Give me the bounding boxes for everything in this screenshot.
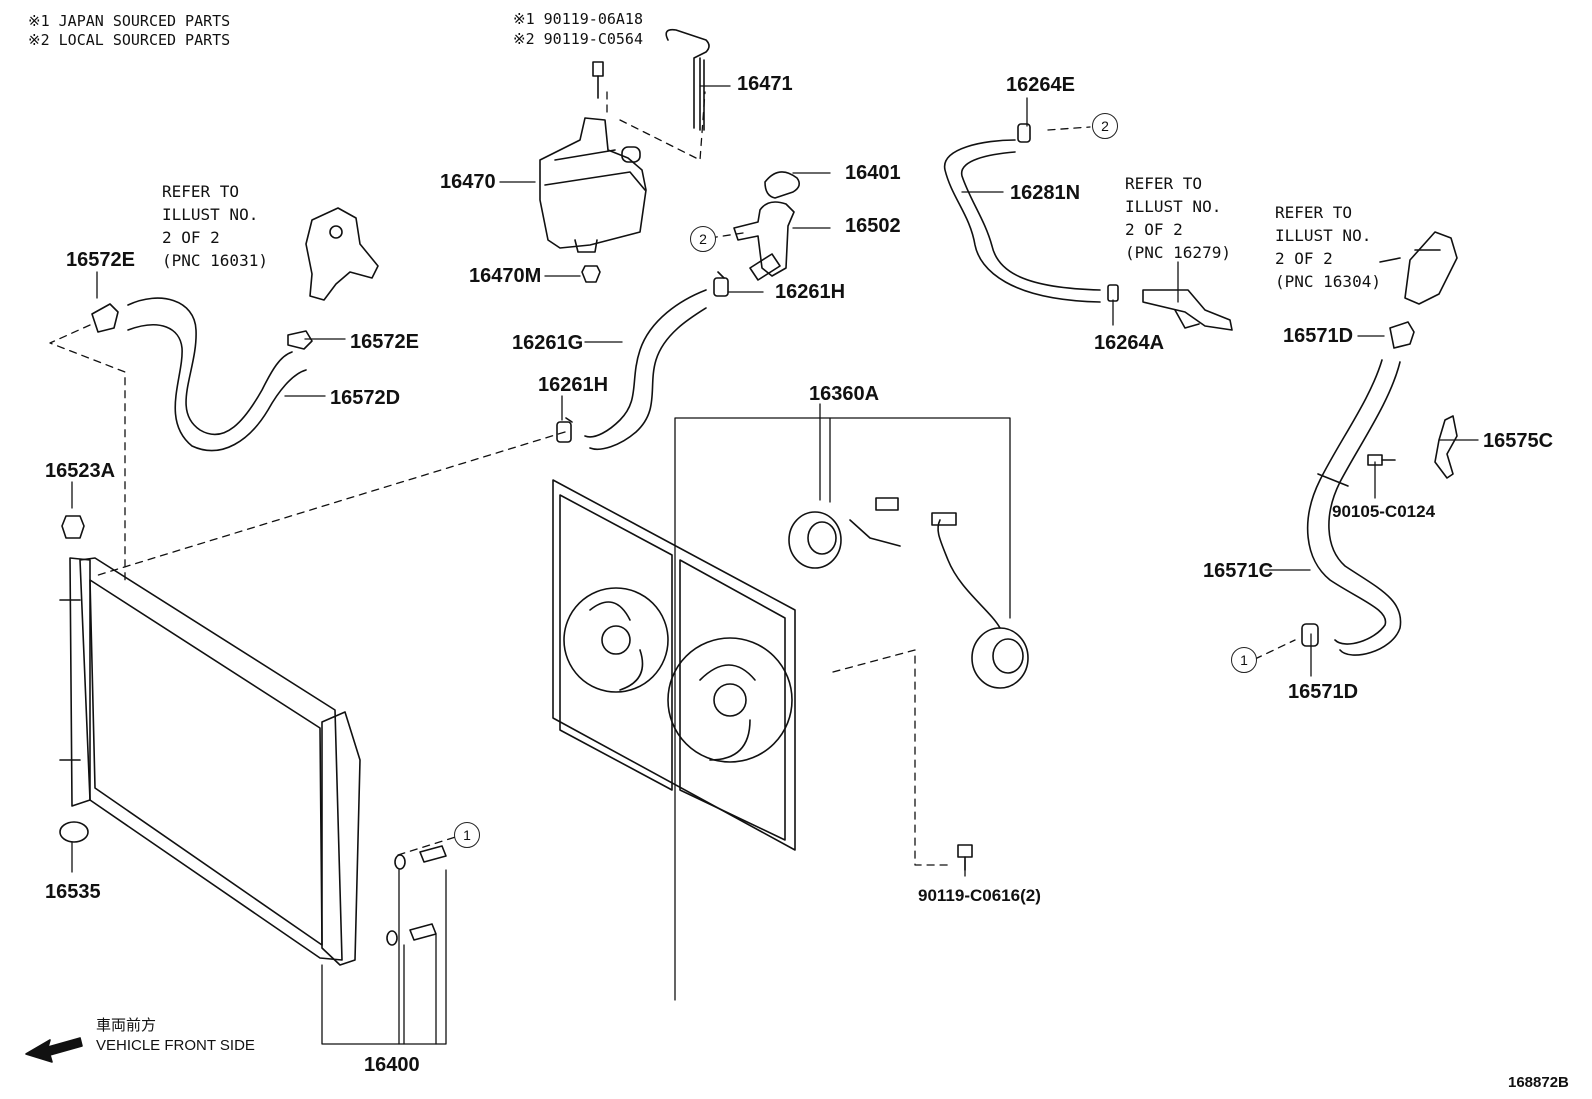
- part-label-16502[interactable]: 16502: [845, 215, 901, 237]
- fan-motor-upper: [788, 497, 901, 569]
- leader-lines: [71, 85, 1479, 1045]
- ref-16304-line-1: REFER TO: [1275, 203, 1353, 222]
- part-label-16470m[interactable]: 16470M: [469, 265, 542, 287]
- part-label-16470[interactable]: 16470: [440, 171, 496, 193]
- vehicle-front-jp: 車両前方: [96, 1017, 157, 1034]
- clamp-16572e-left: [91, 303, 119, 333]
- hose-16261g: [584, 289, 707, 450]
- note-local-sourced: ※2 LOCAL SOURCED PARTS: [28, 31, 231, 49]
- bolt-90119-c0616: [957, 844, 973, 871]
- part-label-16261h-upper[interactable]: 16261H: [775, 281, 846, 303]
- drain-plug-16470m: [581, 265, 601, 283]
- pipe-assembly-16279: [1142, 289, 1233, 331]
- ref-16304-line-2: ILLUST NO.: [1275, 226, 1372, 245]
- illustration-number: 168872B: [1508, 1074, 1569, 1091]
- hose-16571c: [1306, 359, 1402, 656]
- fan-motor-lower: [931, 512, 1029, 689]
- part-label-90119-c0616[interactable]: 90119-C0616(2): [918, 886, 1041, 905]
- ref-16031: REFER TO ILLUST NO. 2 OF 2 (PNC 16031): [162, 180, 268, 272]
- radiator-cap-16401: [764, 171, 801, 199]
- callout-1-radiator: 1: [454, 822, 480, 848]
- part-label-16471[interactable]: 16471: [737, 73, 793, 95]
- part-label-16360a[interactable]: 16360A: [809, 383, 880, 405]
- note-bolt-japan: ※1 90119-06A18: [513, 10, 643, 28]
- ref-16304-line-3: 2 OF 2: [1275, 249, 1333, 268]
- ref-16031-line-4: (PNC 16031): [162, 251, 268, 270]
- cushion-16535: [59, 821, 89, 843]
- ref-16304-line-4: (PNC 16304): [1275, 272, 1381, 291]
- hose-16572d: [127, 297, 307, 452]
- part-label-16572e-left[interactable]: 16572E: [66, 249, 135, 271]
- radiator-drain-parts: [386, 845, 447, 946]
- vehicle-front-en: VEHICLE FRONT SIDE: [96, 1037, 255, 1054]
- part-label-16261h-lower[interactable]: 16261H: [538, 374, 609, 396]
- ref-16279: REFER TO ILLUST NO. 2 OF 2 (PNC 16279): [1125, 172, 1231, 264]
- part-label-16571d-upper[interactable]: 16571D: [1283, 325, 1354, 347]
- part-label-16572e-right[interactable]: 16572E: [350, 331, 419, 353]
- part-label-16264e[interactable]: 16264E: [1006, 74, 1075, 96]
- ref-16031-line-2: ILLUST NO.: [162, 205, 259, 224]
- hose-16281n: [944, 139, 1101, 303]
- note-bolt-local: ※2 90119-C0564: [513, 30, 643, 48]
- part-label-16264a[interactable]: 16264A: [1094, 332, 1165, 354]
- bracket-16575c: [1434, 415, 1458, 479]
- clamp-16264a: [1107, 284, 1119, 302]
- part-label-16571d-lower[interactable]: 16571D: [1288, 681, 1359, 703]
- callout-2-bolt: 2: [690, 226, 716, 252]
- ref-16279-line-1: REFER TO: [1125, 174, 1203, 193]
- clamp-16261h-upper: [713, 271, 729, 297]
- clamp-16261h-lower: [556, 417, 573, 443]
- part-label-16523a[interactable]: 16523A: [45, 460, 116, 482]
- water-outlet-16031: [305, 207, 379, 301]
- reservoir-tank: [539, 61, 647, 253]
- radiator-16400: [59, 557, 361, 966]
- drain-cock-16523a: [61, 515, 85, 539]
- ref-16031-line-1: REFER TO: [162, 182, 240, 201]
- fan-shroud: [552, 479, 796, 851]
- part-label-16535[interactable]: 16535: [45, 881, 101, 903]
- ref-16279-line-2: ILLUST NO.: [1125, 197, 1222, 216]
- part-label-90105-c0124[interactable]: 90105-C0124: [1332, 502, 1436, 521]
- ref-16279-line-3: 2 OF 2: [1125, 220, 1183, 239]
- front-arrow-icon: [25, 1037, 83, 1063]
- part-label-16401[interactable]: 16401: [845, 162, 901, 184]
- ref-16279-line-4: (PNC 16279): [1125, 243, 1231, 262]
- part-label-16575c[interactable]: 16575C: [1483, 430, 1554, 452]
- callout-2-hose: 2: [1092, 113, 1118, 139]
- clamp-16572e-right: [287, 330, 313, 350]
- part-label-16572d[interactable]: 16572D: [330, 387, 401, 409]
- callout-1-hose: 1: [1231, 647, 1257, 673]
- filler-pipe-16471: [665, 28, 710, 131]
- clamp-16264e: [1017, 123, 1031, 143]
- note-japan-sourced: ※1 JAPAN SOURCED PARTS: [28, 12, 231, 30]
- part-label-16571c[interactable]: 16571C: [1203, 560, 1274, 582]
- part-label-16400[interactable]: 16400: [364, 1054, 420, 1076]
- clamp-16571d-upper: [1389, 321, 1415, 349]
- ref-16304: REFER TO ILLUST NO. 2 OF 2 (PNC 16304): [1275, 201, 1381, 293]
- bolt-90105-c0124: [1367, 454, 1396, 466]
- part-label-16281n[interactable]: 16281N: [1010, 182, 1081, 204]
- water-inlet-16304: [1379, 231, 1458, 305]
- ref-16031-line-3: 2 OF 2: [162, 228, 220, 247]
- clamp-16571d-lower: [1301, 623, 1319, 647]
- part-label-16261g[interactable]: 16261G: [512, 332, 584, 354]
- filler-neck-16502: [733, 201, 795, 281]
